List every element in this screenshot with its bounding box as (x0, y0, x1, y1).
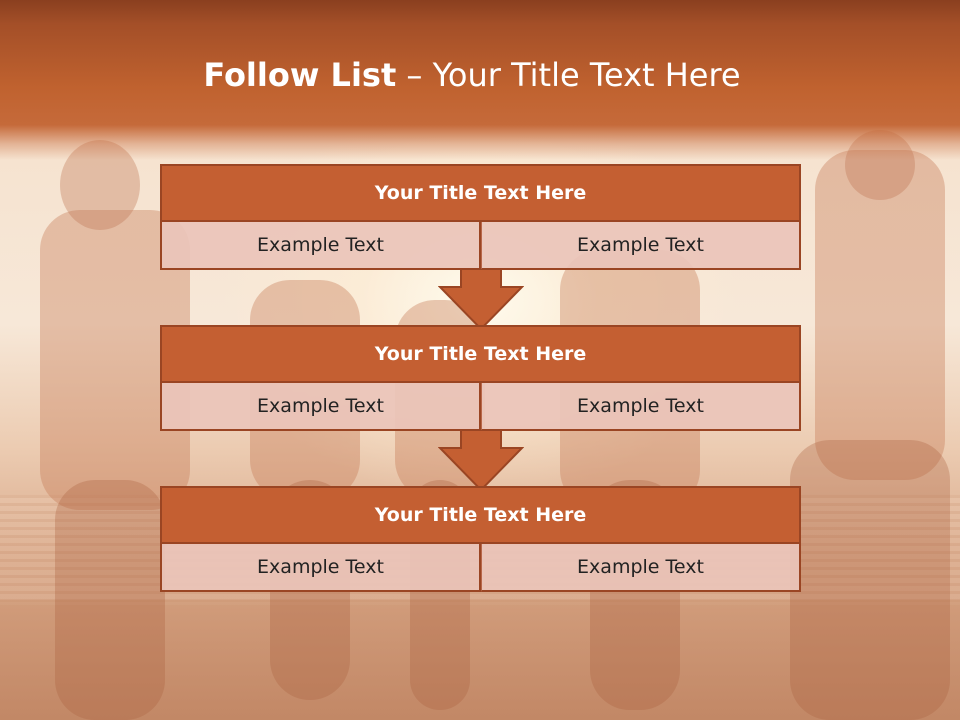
block-cell-right: Example Text (481, 222, 801, 270)
slide-title-bold: Follow List (203, 56, 397, 94)
list-block-3: Your Title Text Here Example Text Exampl… (160, 486, 801, 592)
slide-title: Follow List – Your Title Text Here (0, 56, 944, 94)
block-cell-left: Example Text (160, 544, 481, 592)
slide-title-rest: – Your Title Text Here (396, 56, 741, 94)
person-legs-5 (790, 440, 950, 720)
down-arrow-icon (438, 430, 524, 492)
block-title: Your Title Text Here (160, 486, 801, 544)
down-arrow-icon (438, 269, 524, 331)
list-block-2: Your Title Text Here Example Text Exampl… (160, 325, 801, 431)
block-title: Your Title Text Here (160, 164, 801, 222)
beach-background (0, 600, 960, 720)
block-title: Your Title Text Here (160, 325, 801, 383)
block-row: Example Text Example Text (160, 222, 801, 270)
title-banner (0, 0, 960, 160)
person-silhouette-5 (815, 150, 945, 480)
block-cell-right: Example Text (481, 383, 801, 431)
block-cell-left: Example Text (160, 222, 481, 270)
person-legs-1 (55, 480, 165, 720)
list-block-1: Your Title Text Here Example Text Exampl… (160, 164, 801, 270)
block-row: Example Text Example Text (160, 383, 801, 431)
block-row: Example Text Example Text (160, 544, 801, 592)
block-cell-right: Example Text (481, 544, 801, 592)
block-cell-left: Example Text (160, 383, 481, 431)
